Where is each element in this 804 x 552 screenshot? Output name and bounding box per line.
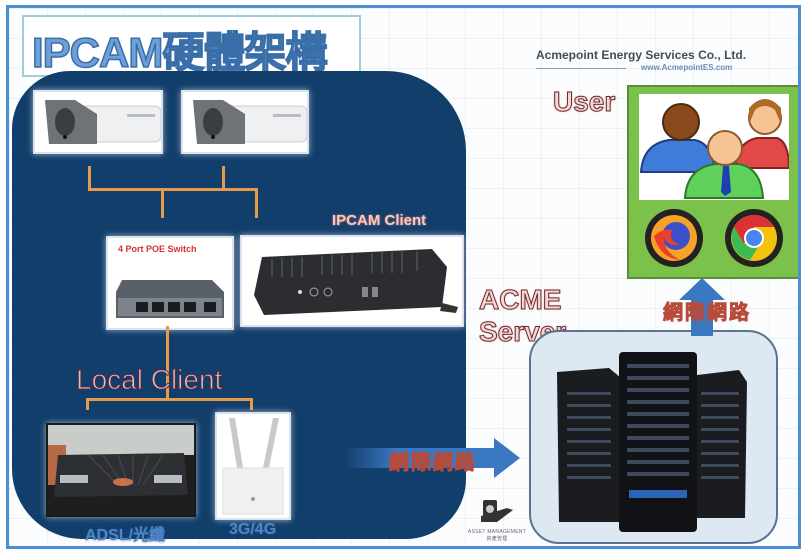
ip-camera-icon [45,100,162,144]
wire-to-4g [250,398,253,410]
router-photo-icon [48,425,194,497]
acme-label-line1: ACME [478,284,562,316]
company-url: www.AcmepointES.com [641,63,733,72]
4g-router [215,412,291,520]
4g-label: 3G/4G [229,521,277,538]
switch-caption: 4 Port POE Switch [118,244,197,254]
asset-management-badge: ASSET MANAGEMENT 資產管理 [465,498,529,542]
wire-to-client [255,188,258,218]
local-client-label: Local Client [75,364,223,396]
internet-label-to-server: 網際網路 [389,452,477,475]
network-switch-icon [116,280,224,318]
firefox-icon [645,209,703,267]
chrome-icon [725,209,783,267]
user-panel [627,85,798,279]
ipcam-client-pc [240,235,464,327]
wire-switch-down [166,326,169,398]
firefox-logo [651,215,697,261]
lte-router-icon [222,418,284,515]
diagram-title: IPCAM硬體架構 [31,28,328,77]
company-name: Acmepoint Energy Services Co., Ltd. [536,48,747,62]
adsl-label: ADSL/光纖 [85,527,166,544]
users-group [639,94,791,200]
wire-to-adsl [86,398,89,410]
title-box: IPCAM硬體架構 [22,15,361,77]
asset-text: ASSET MANAGEMENT [467,529,527,535]
wire-to-switch [161,188,164,218]
user-label: User [552,86,616,118]
wire-camera-2 [222,166,225,190]
poe-switch: 4 Port POE Switch [106,236,234,330]
camera-2 [181,90,309,154]
ipcam-client-label: IPCAM Client [332,212,427,229]
ip-camera-icon [193,100,308,144]
server-panel [529,330,778,544]
users-group-icon [639,99,791,199]
acme-server-label: ACME Server [478,284,566,348]
server-rack-icon [557,352,747,532]
asset-subtext: 資產管理 [486,536,508,542]
chrome-logo [731,215,777,261]
adsl-router [46,423,196,517]
wire-camera-1 [88,166,91,190]
internet-arrow-to-server [344,438,520,478]
fanless-pc-icon [254,249,458,315]
money-hand-icon [481,500,513,522]
wire-uplink-bus [86,398,253,401]
camera-1 [33,90,163,154]
diagram-frame: IPCAM硬體架構 Acmepoint Energy Services Co.,… [6,5,801,549]
wire-camera-bus [88,188,258,191]
internet-arrow-to-user [679,278,725,336]
internet-label-to-user: 網際網路 [663,302,751,325]
company-divider [536,68,626,69]
